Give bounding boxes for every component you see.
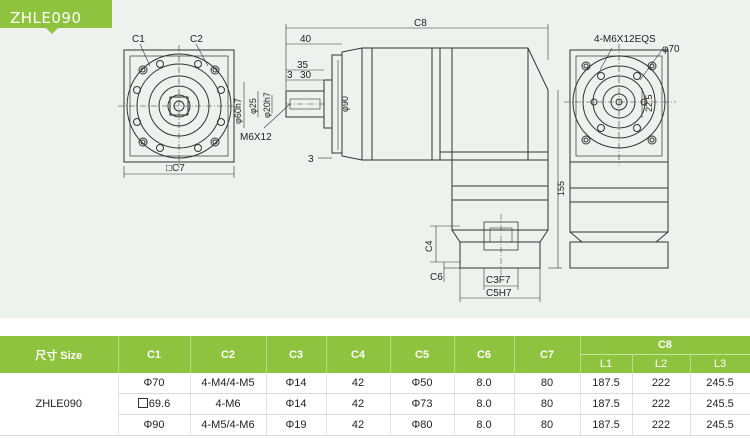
table-cell: 42: [326, 373, 391, 394]
table-cell: 80: [514, 414, 581, 436]
header-row: 尺寸 Size C1 C2 C3 C4 C5 C6 C7 C8: [0, 336, 750, 373]
header-c5: C5: [390, 336, 455, 373]
table-cell: Φ14: [266, 393, 327, 415]
table-cell-square: 69.6: [118, 393, 191, 415]
square-icon: [137, 398, 148, 408]
table-cell: Φ80: [390, 414, 455, 436]
table-cell: 4-M5/4-M6: [190, 414, 267, 436]
right-view: [564, 44, 676, 269]
table-cell-value: 69.6: [148, 398, 171, 410]
table-row: ZHLE090 Φ70 4-M4/4-M5 Φ14 42 Φ50 8.0 80 …: [0, 373, 750, 436]
label-3-bottom: 3: [308, 154, 314, 165]
front-flange-view: [118, 43, 240, 178]
label-155: 155: [556, 181, 566, 196]
label-c4: C4: [424, 240, 434, 252]
table-cell: 222: [632, 373, 691, 394]
table-cell: 8.0: [454, 373, 515, 394]
label-30: 30: [300, 70, 312, 81]
table-cell: 4-M4/4-M5: [190, 373, 267, 394]
label-40: 40: [300, 34, 312, 45]
header-l2: L2: [632, 354, 691, 373]
header-c3: C3: [266, 336, 327, 373]
table-row: Φ90 4-M5/4-M6 Φ19 42 Φ80 8.0 80 187.5 22…: [0, 414, 750, 436]
label-m6x12: M6X12: [240, 132, 272, 143]
table-cell: Φ50: [390, 373, 455, 394]
technical-drawing: C1 C2 □C7: [118, 18, 680, 302]
sub-header-row: L1 L2 L3: [0, 354, 750, 373]
table-cell: 42: [326, 393, 391, 415]
label-phi60: φ60h7: [233, 98, 243, 124]
table-cell: Φ14: [266, 373, 327, 394]
label-c7: □C7: [166, 163, 185, 174]
header-l1: L1: [580, 354, 633, 373]
label-22-5: 22.5: [644, 94, 654, 112]
label-phi90: φ90: [340, 96, 350, 112]
table-cell: 245.5: [690, 414, 750, 436]
label-phi20: φ20h7: [262, 92, 272, 118]
label-phi70: φ70: [662, 44, 680, 55]
label-c6: C6: [430, 272, 443, 283]
label-35: 35: [297, 60, 309, 71]
table-cell: 245.5: [690, 393, 750, 415]
model-tab-shape: [0, 0, 112, 34]
spec-table: 尺寸 Size C1 C2 C3 C4 C5 C6 C7 C8 L1 L2 L3…: [0, 336, 750, 436]
table-cell: 187.5: [580, 373, 633, 394]
table-cell: 245.5: [690, 373, 750, 394]
header-c4: C4: [326, 336, 391, 373]
table-cell: 8.0: [454, 393, 515, 415]
table-cell: 42: [326, 414, 391, 436]
label-c1: C1: [132, 34, 145, 45]
header-c7: C7: [514, 336, 581, 373]
label-c3: C3F7: [486, 275, 511, 286]
header-l3: L3: [690, 354, 750, 373]
label-c8: C8: [414, 18, 427, 29]
table-cell: Φ90: [118, 414, 191, 436]
size-cell: ZHLE090: [0, 373, 119, 436]
table-row: 69.6 4-M6 Φ14 42 Φ73 8.0 80 187.5 222 24…: [0, 393, 750, 415]
table-cell: 80: [514, 393, 581, 415]
label-c5: C5H7: [486, 288, 512, 299]
table-cell: Φ70: [118, 373, 191, 394]
table-cell: 222: [632, 414, 691, 436]
table-cell: 4-M6: [190, 393, 267, 415]
model-tab: ZHLE090: [0, 0, 112, 34]
table-cell: Φ19: [266, 414, 327, 436]
label-3-top: 3: [287, 70, 293, 81]
table-cell: 222: [632, 393, 691, 415]
label-phi25: φ25: [248, 98, 258, 114]
table-cell: 187.5: [580, 414, 633, 436]
header-c1: C1: [118, 336, 191, 373]
table-cell: Φ73: [390, 393, 455, 415]
header-c8: C8: [580, 336, 750, 355]
label-c2: C2: [190, 34, 203, 45]
side-view: [243, 24, 562, 302]
label-4m6x12eqs: 4-M6X12EQS: [594, 34, 656, 45]
table-cell: 187.5: [580, 393, 633, 415]
model-name: ZHLE090: [10, 9, 82, 27]
header-c6: C6: [454, 336, 515, 373]
header-c2: C2: [190, 336, 267, 373]
table-cell: 8.0: [454, 414, 515, 436]
table-cell: 80: [514, 373, 581, 394]
header-size: 尺寸 Size: [0, 336, 119, 373]
drawing-area: C1 C2 □C7: [0, 0, 750, 318]
